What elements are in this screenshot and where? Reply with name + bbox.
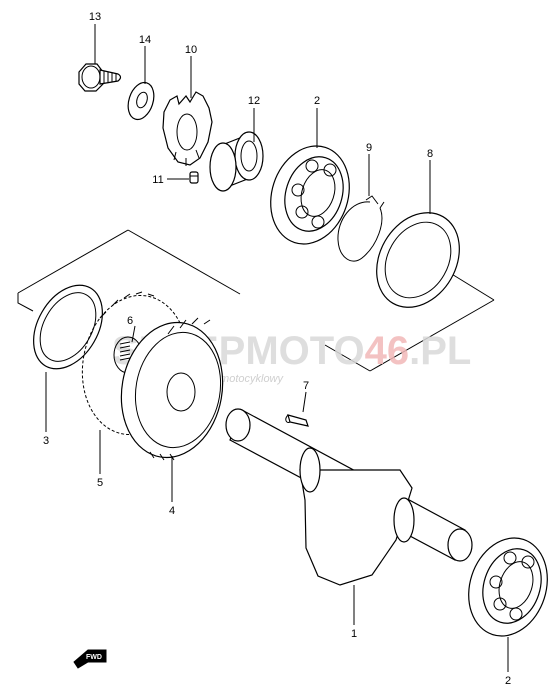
part-8-washer [376, 212, 460, 308]
part-4-gear [120, 317, 224, 461]
callout-2-upper: 2 [314, 95, 320, 107]
callout-13: 13 [89, 11, 101, 23]
callout-1: 1 [351, 628, 357, 640]
part-3-washer [33, 284, 103, 370]
callout-7: 7 [303, 380, 309, 392]
part-2-bearing-lower [468, 537, 548, 637]
watermark-brand-3: .PL [409, 329, 471, 373]
callout-12: 12 [248, 95, 260, 107]
frame-bottom-edge [324, 344, 371, 372]
callout-10: 10 [185, 44, 197, 56]
callout-6: 6 [127, 315, 133, 327]
part-1-balancer-shaft [225, 408, 473, 586]
part-12-sleeve [209, 131, 264, 192]
part-13-bolt [78, 63, 122, 92]
callout-14: 14 [139, 34, 151, 46]
fwd-arrow-icon: FWD [73, 649, 107, 669]
frame-top-left-edge [17, 229, 129, 294]
callout-11: 11 [152, 174, 163, 186]
part-9-circlip [337, 195, 385, 262]
fwd-label: FWD [86, 654, 102, 661]
frame-top-mid-edge [127, 229, 241, 295]
part-10-plate [162, 91, 213, 166]
part-7-key [285, 414, 309, 427]
callout-8: 8 [427, 148, 433, 160]
callout-9: 9 [366, 142, 372, 154]
part-11-pin [189, 171, 199, 184]
callout-2-lower: 2 [505, 675, 511, 687]
part-2-bearing-upper [270, 145, 350, 245]
part-14-washer [127, 81, 155, 121]
leader-lines [45, 24, 509, 672]
watermark-brand-2: 46 [365, 329, 410, 373]
frame-right-bottom-edge [369, 299, 495, 372]
part-6-spring [119, 341, 131, 361]
callouts: 13 14 10 12 2 9 8 11 6 7 3 5 4 1 2 [43, 11, 511, 687]
frame-left-corner [17, 293, 34, 312]
callout-4: 4 [169, 505, 175, 517]
callout-5: 5 [97, 477, 103, 489]
callout-3: 3 [43, 435, 49, 447]
